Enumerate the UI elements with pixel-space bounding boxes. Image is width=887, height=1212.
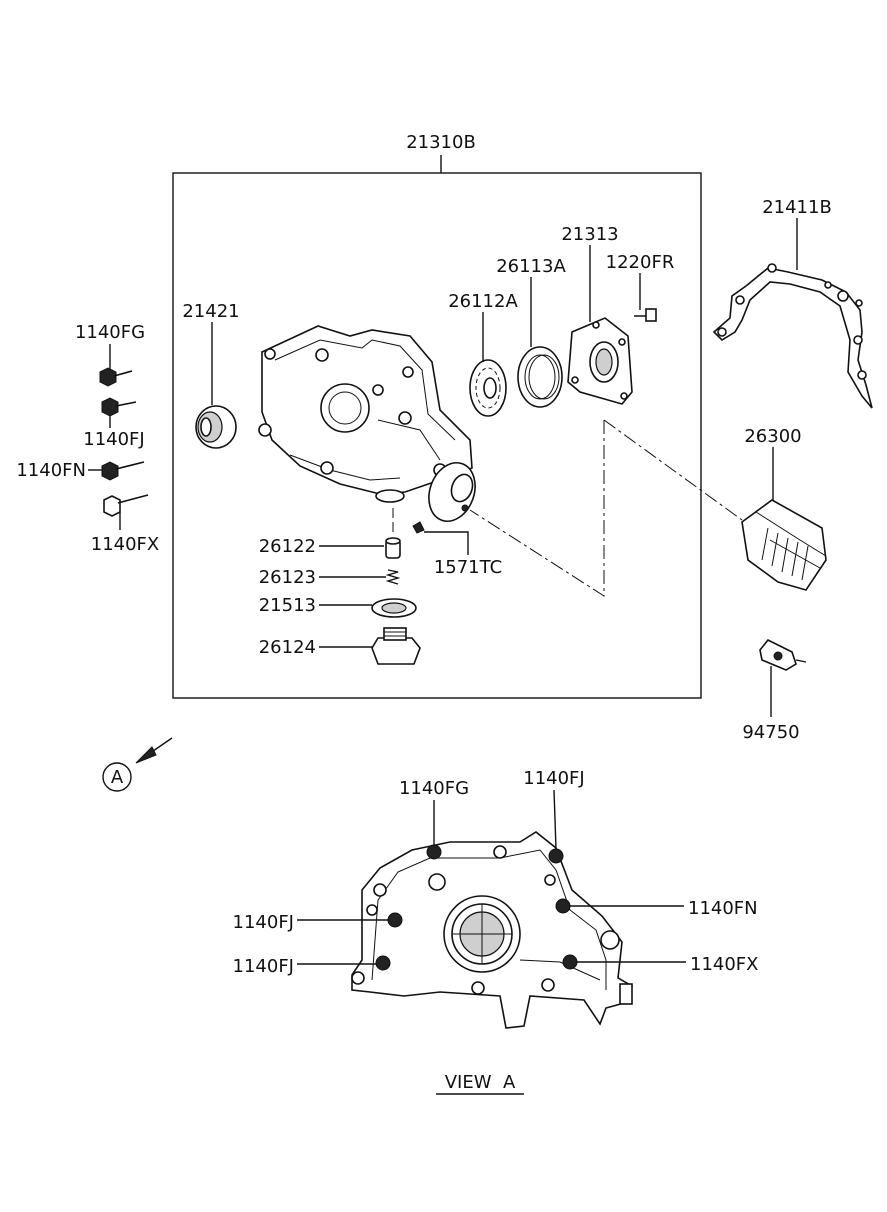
bolt-1140FX [103,494,149,517]
gasket-21411B [712,263,873,409]
label-sensor: 94750 [742,722,799,743]
view-label-fj-top: 1140FJ [523,768,584,789]
view-arrow-icon [135,737,173,764]
pin-1571TC [412,521,425,534]
view-label-fj-low: 1140FJ [233,956,294,977]
relief-spring-26123 [385,569,401,585]
sprocket-26112A [469,359,507,417]
cover-21313 [567,317,633,405]
ring-26113A [517,346,563,408]
view-marker-label: A [111,767,124,788]
label-spring: 26123 [259,567,316,588]
bolt-1140FN [101,461,145,481]
label-sprocket: 26112A [448,291,518,312]
plug-26124 [371,627,421,665]
assembly-frame [172,172,702,699]
label-filter: 26300 [744,426,801,447]
label-bolt-fg: 1140FG [75,322,145,343]
view-label-fx: 1140FX [690,954,759,975]
view-label-fj-mid: 1140FJ [233,912,294,933]
label-oil-seal: 21421 [182,301,239,322]
label-cover: 21313 [561,224,618,245]
view-marker-circle [102,762,132,792]
oil-seal-21421 [195,405,237,449]
label-ring: 26113A [496,256,566,277]
label-washer: 21513 [259,595,316,616]
view-label-fn: 1140FN [688,898,758,919]
view-a-pump-body [351,831,633,1029]
oil-filter-26300 [741,499,827,591]
label-valve: 26122 [259,536,316,557]
label-pin: 1571TC [434,557,502,578]
view-label-fg: 1140FG [399,778,469,799]
label-gasket: 21411B [762,197,832,218]
label-assembly: 21310B [406,132,476,153]
screw-1220FR [634,308,657,322]
pump-pulley [428,462,476,522]
bolt-1140FG [99,367,133,387]
label-bolt-fn: 1140FN [16,460,86,481]
label-plug: 26124 [259,637,316,658]
label-screw: 1220FR [606,252,675,273]
oil-pump-body [258,325,473,503]
relief-valve-26122 [385,537,401,559]
oil-pressure-sensor-94750 [759,638,807,671]
washer-21513 [371,598,417,618]
label-bolt-fj: 1140FJ [83,429,144,450]
label-bolt-fx: 1140FX [91,534,160,555]
bolt-1140FJ [101,397,137,417]
view-a-title: VIEW A [445,1072,516,1093]
